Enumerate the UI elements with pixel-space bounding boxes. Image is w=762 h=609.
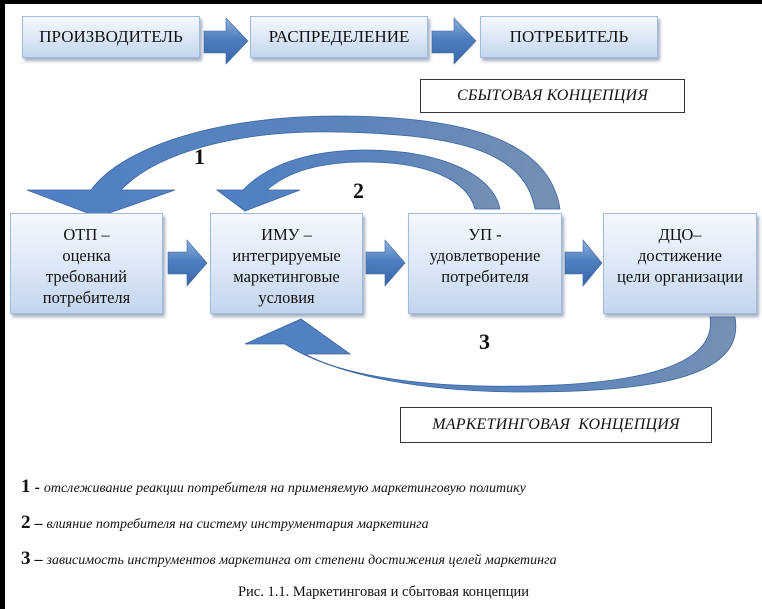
- feedback-arrow-3: [244, 316, 737, 393]
- box-imu-line: маркетинговые: [233, 267, 340, 286]
- box-producer-label: ПРОИЗВОДИТЕЛЬ: [39, 27, 183, 46]
- marketing-concept-text: МАРКЕТИНГОВАЯ КОНЦЕПЦИЯ: [432, 416, 680, 433]
- box-otp-line: требований: [45, 267, 128, 286]
- legend-text: отслеживание реакции потребителя на прим…: [43, 481, 526, 496]
- legend-item-3: 3 – зависимость инструментов маркетинга …: [21, 548, 557, 570]
- box-dco-line: цели организации: [617, 267, 743, 286]
- legend-item-2: 2 – влияние потребителя на систему инстр…: [21, 512, 429, 534]
- legend-text: влияние потребителя на систему инструмен…: [46, 517, 429, 532]
- arrows-layer: [26, 17, 737, 393]
- flow-arrow-2: [365, 239, 406, 287]
- sales-concept-label: СБЫТОВАЯ КОНЦЕПЦИЯ: [420, 79, 685, 113]
- box-otp-line: ОТП –: [63, 225, 110, 244]
- box-up-line: УП -: [468, 225, 502, 244]
- legend-sep: –: [30, 551, 47, 568]
- feedback-arrow-1: [26, 115, 561, 218]
- flow-arrow-1: [167, 239, 208, 287]
- feedback-arrow-2: [215, 149, 501, 212]
- top-arrow-2: [431, 17, 477, 65]
- box-consumer-label: ПОТРЕБИТЕЛЬ: [509, 27, 629, 46]
- legend-item-1: 1 - отслеживание реакции потребителя на …: [21, 476, 526, 498]
- box-otp: ОТП – оценка требований потребителя: [10, 213, 163, 314]
- box-imu-line: интегрируемые: [232, 246, 341, 265]
- box-otp-line: оценка: [62, 246, 111, 265]
- sales-concept-text: СБЫТОВАЯ КОНЦЕПЦИЯ: [456, 87, 649, 104]
- legend-num: 2: [21, 512, 31, 533]
- legend-num: 1: [21, 476, 31, 497]
- box-dco: ДЦО– достижение цели организации: [603, 213, 757, 314]
- feedback-label-2: 2: [353, 178, 364, 203]
- box-otp-line: потребителя: [42, 288, 131, 307]
- legend-sep: –: [30, 515, 47, 532]
- legend-text: зависимость инструментов маркетинга от с…: [46, 553, 557, 568]
- top-arrow-1: [203, 17, 249, 65]
- diagram-canvas: ПРОИЗВОДИТЕЛЬ РАСПРЕДЕЛЕНИЕ ПОТРЕБИТЕЛЬ …: [5, 4, 762, 609]
- box-imu: ИМУ – интегрируемые маркетинговые услови…: [210, 213, 363, 314]
- feedback-label-3: 3: [479, 329, 490, 354]
- legend-num: 3: [21, 548, 31, 569]
- box-up: УП - удовлетворение потребителя: [408, 213, 562, 314]
- box-up-line: потребителя: [441, 267, 529, 286]
- box-distribution-label: РАСПРЕДЕЛЕНИЕ: [268, 27, 410, 46]
- figure-caption: Рис. 1.1. Маркетинговая и сбытовая конце…: [237, 584, 530, 600]
- marketing-concept-label: МАРКЕТИНГОВАЯ КОНЦЕПЦИЯ: [400, 407, 712, 443]
- box-up-line: удовлетворение: [429, 246, 541, 265]
- box-consumer: ПОТРЕБИТЕЛЬ: [480, 16, 658, 58]
- box-distribution: РАСПРЕДЕЛЕНИЕ: [250, 16, 428, 58]
- legend-sep: -: [30, 479, 44, 496]
- feedback-label-1: 1: [194, 144, 205, 169]
- box-dco-line: достижение: [638, 246, 722, 265]
- box-imu-line: ИМУ –: [261, 225, 312, 244]
- box-producer: ПРОИЗВОДИТЕЛЬ: [22, 16, 200, 58]
- flow-arrow-3: [564, 239, 603, 287]
- box-imu-line: условия: [258, 288, 315, 307]
- box-dco-line: ДЦО–: [658, 225, 702, 244]
